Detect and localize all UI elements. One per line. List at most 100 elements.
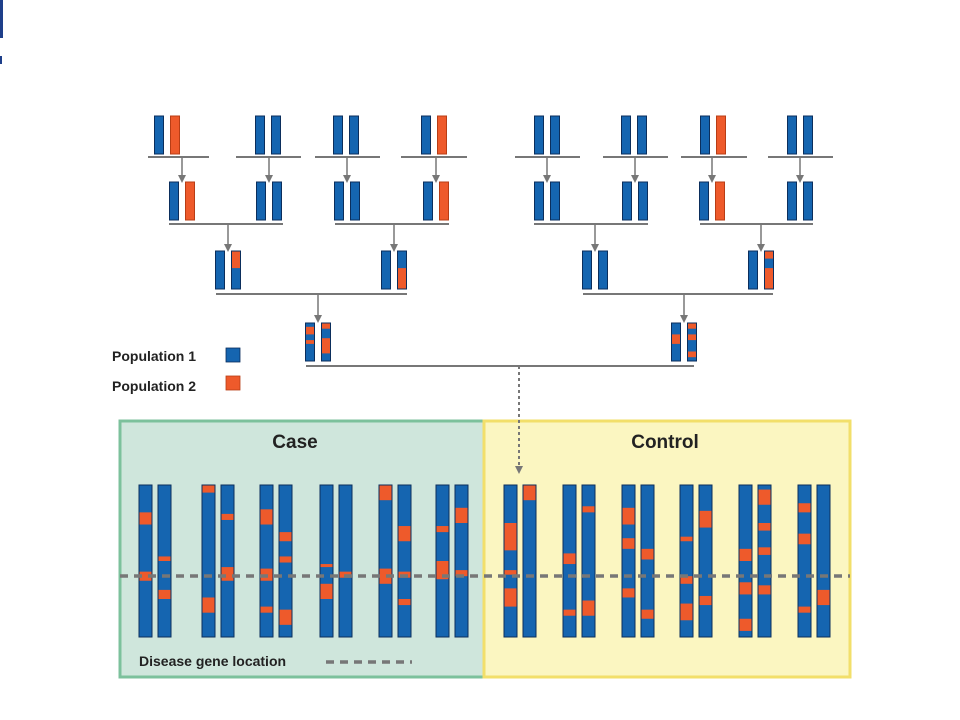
control-pair-1-right-body <box>523 485 536 637</box>
pedigree-gen1-pair7-right <box>716 115 726 155</box>
pedigree-gen3-pair4-right-population2-segment <box>764 251 774 259</box>
case-pair-4-left-outline <box>319 484 334 638</box>
control-pair-2-right <box>581 484 596 638</box>
control-pair-4-right <box>698 484 713 638</box>
control-pair-1-left-body <box>504 485 517 637</box>
case-pair-3-left-outline <box>259 484 274 638</box>
pedigree-gen2-pair8-left-outline <box>787 181 797 221</box>
case-pair-1-right-outline <box>157 484 172 638</box>
pedigree-gen2-pair2-right-outline <box>272 181 282 221</box>
pedigree-gen2-pair5-left-outline <box>534 181 544 221</box>
pedigree-gen4-pair1-right-population2-segment <box>321 338 331 354</box>
control-pair-4-left <box>679 484 694 638</box>
pedigree-gen2-pair4-left-outline <box>423 181 433 221</box>
control-panel <box>482 419 852 679</box>
control-pair-4-left-population2-segment <box>680 576 693 584</box>
pedigree-gen1-pair8-left <box>787 115 797 155</box>
pedigree-gen1-pair4-right-outline <box>437 115 447 155</box>
pedigree-gen1-pair8-left-outline <box>787 115 797 155</box>
pedigree-gen1-pair8-right <box>803 115 813 155</box>
pedigree-gen1-pair4-right-body <box>437 116 447 154</box>
control-pair-3-left-population2-segment <box>622 507 635 525</box>
pedigree-gen1-pair3-right-body <box>349 116 359 154</box>
control-pair-3-left-outline <box>621 484 636 638</box>
control-pair-2-right-population2-segment <box>582 506 595 513</box>
control-pair-6-right-outline <box>816 484 831 638</box>
control-pair-5-left-population2-segment <box>739 548 752 561</box>
pedigree-gen4-pair2-left-population2-segment <box>671 334 681 344</box>
control-pair-5-left <box>738 484 753 638</box>
case-pair-2-right-outline <box>220 484 235 638</box>
control-pair-6-left <box>797 484 812 638</box>
pedigree-gen2-pair2-left-outline <box>256 181 266 221</box>
pedigree-gen3-pair2-left-body <box>381 251 391 289</box>
case-pair-3-right <box>278 484 293 638</box>
control-pair-1-left-population2-segment <box>504 588 517 607</box>
pedigree-gen2-pair4-right <box>439 181 449 221</box>
control-pair-4-right-body <box>699 485 712 637</box>
case-pair-4-left <box>319 484 334 638</box>
pedigree-gen1-pair6-left <box>621 115 631 155</box>
case-pair-2-left-population2-segment <box>202 597 215 613</box>
case-pair-3-left-body <box>260 485 273 637</box>
pedigree-gen2-pair1-left-outline <box>169 181 179 221</box>
pedigree-gen1-pair7-left <box>700 115 710 155</box>
pedigree-gen3-pair4-left-outline <box>748 250 758 290</box>
control-pair-2-left-population2-segment <box>563 609 576 616</box>
pedigree-gen2-pair7-right-outline <box>715 181 725 221</box>
pedigree-gen4-pair1-right-population2-segment <box>321 323 331 329</box>
pedigree-gen4-pair1-left <box>305 322 315 362</box>
pedigree-gen1-pair6-left-outline <box>621 115 631 155</box>
pedigree-gen2-pair5-right-outline <box>550 181 560 221</box>
pedigree-gen2-pair7-left <box>699 181 709 221</box>
legend-population2-swatch <box>225 375 241 391</box>
control-pair-3-left <box>621 484 636 638</box>
case-pair-2-right-population2-segment <box>221 513 234 520</box>
legend-population1-swatch <box>225 347 241 363</box>
case-pair-5-left-population2-segment <box>379 485 392 501</box>
pedigree-gen2-pair1-right-outline <box>185 181 195 221</box>
case-pair-1-right <box>157 484 172 638</box>
pedigree-gen2-pair1-left-body <box>169 182 179 220</box>
pedigree-gen1-pair4-left-outline <box>421 115 431 155</box>
case-chromosomes <box>138 484 469 638</box>
control-pair-6-left-outline <box>797 484 812 638</box>
control-pair-5-right-outline <box>757 484 772 638</box>
pedigree-gen2-pair8-left-body <box>787 182 797 220</box>
pedigree-gen1-pair4-right <box>437 115 447 155</box>
pedigree-gen2-pair4-left-body <box>423 182 433 220</box>
control-pair-1-right <box>522 484 537 638</box>
pedigree-gen2-pair1-right <box>185 181 195 221</box>
control-pair-5-right-population2-segment <box>758 585 771 595</box>
pedigree-gen3-pair2-right <box>397 250 407 290</box>
pedigree-gen3-pair1-right-body <box>231 251 241 289</box>
case-pair-5-right-outline <box>397 484 412 638</box>
control-pair-2-left-outline <box>562 484 577 638</box>
pedigree-gen2-pair8-right-body <box>803 182 813 220</box>
case-pair-4-right-outline <box>338 484 353 638</box>
pedigree-gen2-pair5-left-body <box>534 182 544 220</box>
pedigree-gen1-pair8-right-body <box>803 116 813 154</box>
control-pair-4-right-population2-segment <box>699 595 712 606</box>
control-pair-5-left-population2-segment <box>739 582 752 595</box>
control-pair-5-right-population2-segment <box>758 547 771 555</box>
pedigree-gen3-pair1-right-population2-segment <box>231 251 241 269</box>
control-pair-6-left-population2-segment <box>798 606 811 613</box>
pedigree-gen2-pair6-right <box>638 181 648 221</box>
control-title: Control <box>631 432 699 453</box>
pedigree-gen2-pair6-right-body <box>638 182 648 220</box>
pedigree-gen3-pair3-left-outline <box>582 250 592 290</box>
control-pair-5-left-outline <box>738 484 753 638</box>
pedigree-gen1-pair3-right-outline <box>349 115 359 155</box>
pedigree-gen2-pair7-left-outline <box>699 181 709 221</box>
pedigree-gen1-pair5-right-outline <box>550 115 560 155</box>
pedigree-gen2-pair7-right <box>715 181 725 221</box>
control-pair-1-left-population2-segment <box>504 570 517 575</box>
control-pair-5-left-population2-segment <box>739 618 752 631</box>
case-pair-6-right-population2-segment <box>455 507 468 523</box>
pedigree-gen1-pair2-right <box>271 115 281 155</box>
case-pair-2-left-body <box>202 485 215 637</box>
pedigree-gen2-pair3-right-outline <box>350 181 360 221</box>
control-pair-6-left-population2-segment <box>798 503 811 513</box>
